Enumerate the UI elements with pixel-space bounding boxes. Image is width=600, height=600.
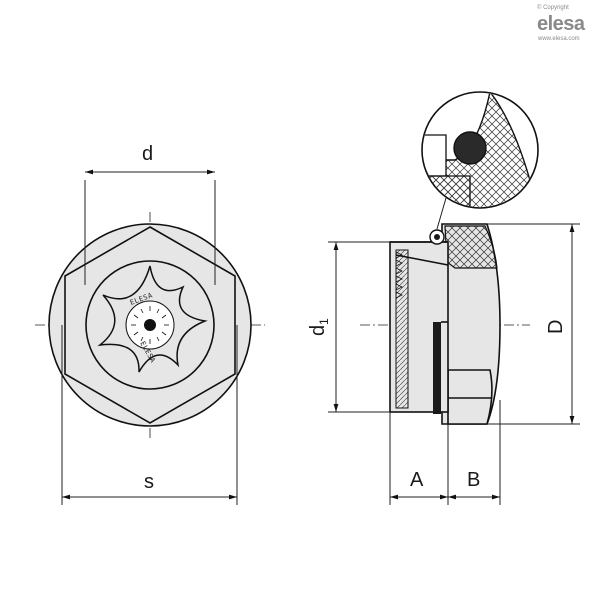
dim-label-d1-sub: 1 <box>317 318 331 325</box>
dim-label-B: B <box>467 469 480 491</box>
oring-small-core <box>434 234 440 240</box>
copyright-text: © Copyright <box>537 4 569 11</box>
hub-rays <box>131 306 169 344</box>
dim-label-d1-main: d <box>307 325 329 336</box>
side-view: d 1 D A B <box>307 91 580 505</box>
detail-oring <box>453 131 487 165</box>
dim-label-D: D <box>545 320 567 334</box>
thread-teeth <box>395 251 403 299</box>
elesa-logo: elesa <box>537 13 586 35</box>
dim-label-d1: d 1 <box>307 318 331 336</box>
cap-hatched-section <box>444 225 498 269</box>
center-dot <box>144 319 156 331</box>
body-inner-line <box>395 254 449 266</box>
thread-section <box>395 249 409 409</box>
detail-seat <box>423 134 447 177</box>
front-view: ELESA ELESA d s <box>35 143 265 505</box>
gasket-ring <box>433 322 441 414</box>
hex-nut <box>447 369 493 425</box>
dim-label-d: d <box>142 143 153 165</box>
dim-label-A: A <box>410 469 424 491</box>
brand-logo: © Copyright elesa www.elesa.com <box>537 4 586 42</box>
website-text: www.elesa.com <box>537 36 580 42</box>
leader-line <box>436 197 447 230</box>
detail-magnifier <box>421 91 539 230</box>
dim-label-s: s <box>144 471 154 493</box>
